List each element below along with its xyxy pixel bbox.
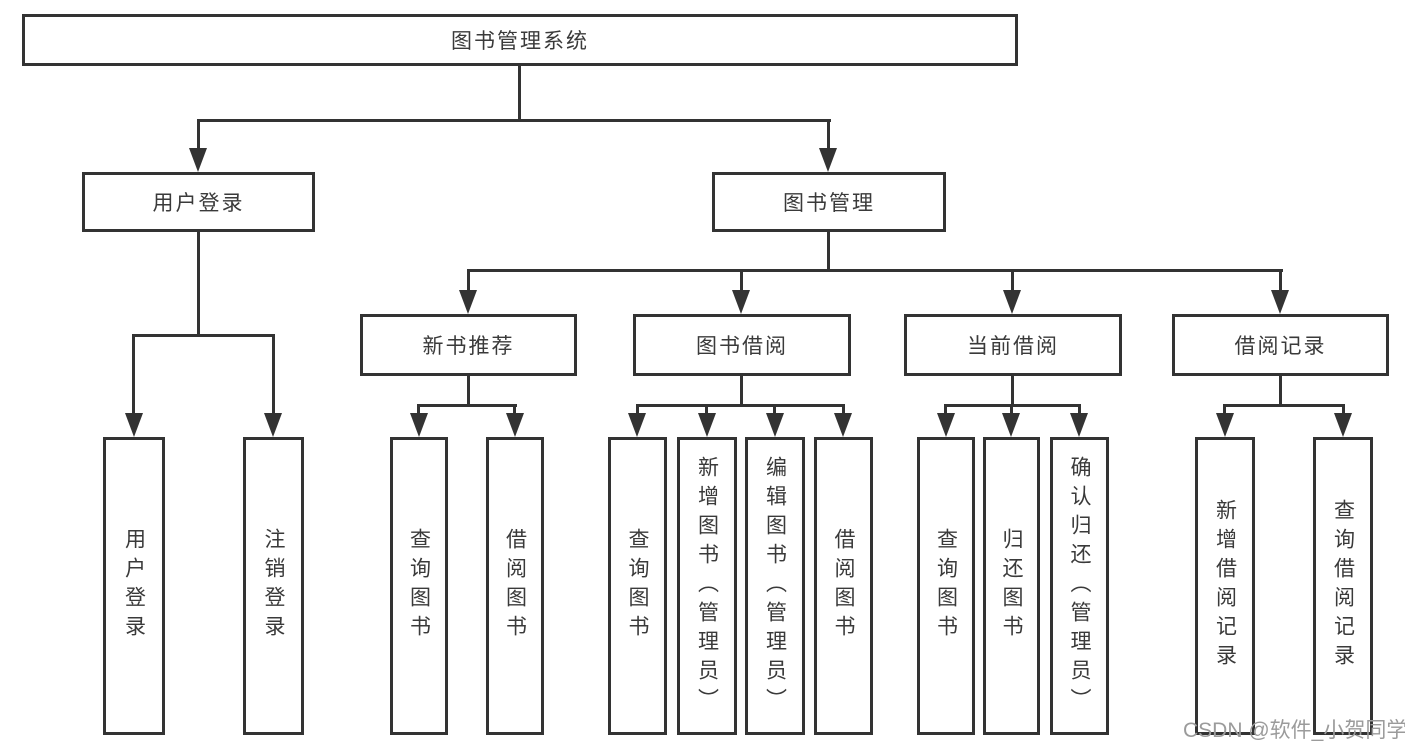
connector-line (197, 232, 200, 336)
arrow-down-icon (506, 413, 524, 437)
arrow-down-icon (1070, 413, 1088, 437)
leaf-recommend-borrow-books: 借阅图书 (486, 437, 544, 735)
arrow-down-icon (698, 413, 716, 437)
connector-line (518, 66, 521, 120)
connector-line (417, 404, 420, 417)
connector-line (827, 119, 830, 152)
leaf-borrowing-query-books: 查询图书 (608, 437, 667, 735)
arrow-down-icon (410, 413, 428, 437)
arrow-down-icon (125, 413, 143, 437)
connector-line (842, 404, 845, 417)
connector-line (1011, 269, 1014, 295)
node-label: 图书管理 (783, 192, 875, 215)
arrow-down-icon (766, 413, 784, 437)
leaf-borrowing-borrow-books: 借阅图书 (814, 437, 873, 735)
node-label: 借阅记录 (1234, 335, 1327, 358)
node-book-borrowing: 图书借阅 (633, 314, 851, 376)
arrow-down-icon (937, 413, 955, 437)
arrow-down-icon (264, 413, 282, 437)
connector-line (705, 404, 708, 417)
connector-line (467, 376, 470, 406)
node-label: 确认归还（管理员） (1068, 455, 1091, 717)
connector-line (1223, 404, 1226, 417)
connector-line (740, 269, 743, 295)
node-label: 新增图书（管理员） (695, 455, 719, 717)
connector-line (513, 404, 516, 417)
node-label: 当前借阅 (967, 335, 1059, 358)
arrow-down-icon (819, 148, 837, 172)
connector-line (467, 269, 470, 295)
node-label: 编辑图书（管理员） (763, 455, 787, 717)
leaf-edit-books-admin: 编辑图书（管理员） (745, 437, 805, 735)
connector-line (1342, 404, 1345, 417)
csdn-watermark: CSDN @软件_小贺同学 (1183, 719, 1405, 742)
arrow-down-icon (628, 413, 646, 437)
arrow-down-icon (1002, 413, 1020, 437)
leaf-query-borrow-record: 查询借阅记录 (1313, 437, 1373, 735)
connector-line (467, 269, 1283, 272)
leaf-logout: 注销登录 (243, 437, 304, 735)
connector-line (132, 334, 135, 417)
connector-line (417, 404, 517, 407)
node-label: 用户登录 (152, 192, 245, 215)
arrow-down-icon (459, 290, 477, 314)
node-label: 新书推荐 (422, 335, 515, 358)
node-label: 新增借阅记录 (1213, 499, 1237, 673)
arrow-down-icon (1271, 290, 1289, 314)
arrow-down-icon (1003, 290, 1021, 314)
node-label: 查询借阅记录 (1331, 499, 1355, 673)
connector-line (132, 334, 275, 337)
connector-line (197, 119, 200, 152)
arrow-down-icon (1334, 413, 1352, 437)
leaf-add-borrow-record: 新增借阅记录 (1195, 437, 1255, 735)
node-label: 查询图书 (626, 528, 649, 644)
leaf-current-query-books: 查询图书 (917, 437, 975, 735)
node-book-management-system: 图书管理系统 (22, 14, 1018, 66)
arrow-down-icon (834, 413, 852, 437)
node-new-book-recommend: 新书推荐 (360, 314, 577, 376)
node-book-management: 图书管理 (712, 172, 946, 232)
node-label: 借阅图书 (503, 528, 527, 644)
node-label: 用户登录 (122, 528, 146, 644)
connector-line (773, 404, 776, 417)
node-user-login: 用户登录 (82, 172, 315, 232)
connector-line (197, 119, 831, 122)
connector-line (827, 232, 830, 272)
connector-line (740, 376, 743, 406)
leaf-confirm-return-admin: 确认归还（管理员） (1050, 437, 1109, 735)
arrow-down-icon (189, 148, 207, 172)
node-label: 查询图书 (934, 528, 958, 644)
arrow-down-icon (1216, 413, 1234, 437)
connector-line (1010, 404, 1013, 417)
connector-line (1279, 269, 1282, 295)
leaf-user-login: 用户登录 (103, 437, 165, 735)
connector-line (1223, 404, 1345, 407)
connector-line (636, 404, 639, 417)
connector-line (272, 334, 275, 417)
leaf-add-books-admin: 新增图书（管理员） (677, 437, 737, 735)
arrow-down-icon (732, 290, 750, 314)
connector-line (1078, 404, 1081, 417)
node-label: 图书管理系统 (451, 30, 589, 53)
node-label: 注销登录 (262, 528, 285, 644)
connector-line (944, 404, 947, 417)
leaf-return-books: 归还图书 (983, 437, 1040, 735)
connector-line (1011, 376, 1014, 406)
connector-line (1279, 376, 1282, 406)
node-label: 查询图书 (407, 528, 431, 644)
node-current-borrowing: 当前借阅 (904, 314, 1122, 376)
node-label: 图书借阅 (696, 335, 788, 358)
node-label: 归还图书 (1000, 528, 1023, 644)
leaf-recommend-query-books: 查询图书 (390, 437, 448, 735)
node-label: 借阅图书 (832, 528, 855, 644)
connector-line (636, 404, 845, 407)
node-borrowing-records: 借阅记录 (1172, 314, 1389, 376)
